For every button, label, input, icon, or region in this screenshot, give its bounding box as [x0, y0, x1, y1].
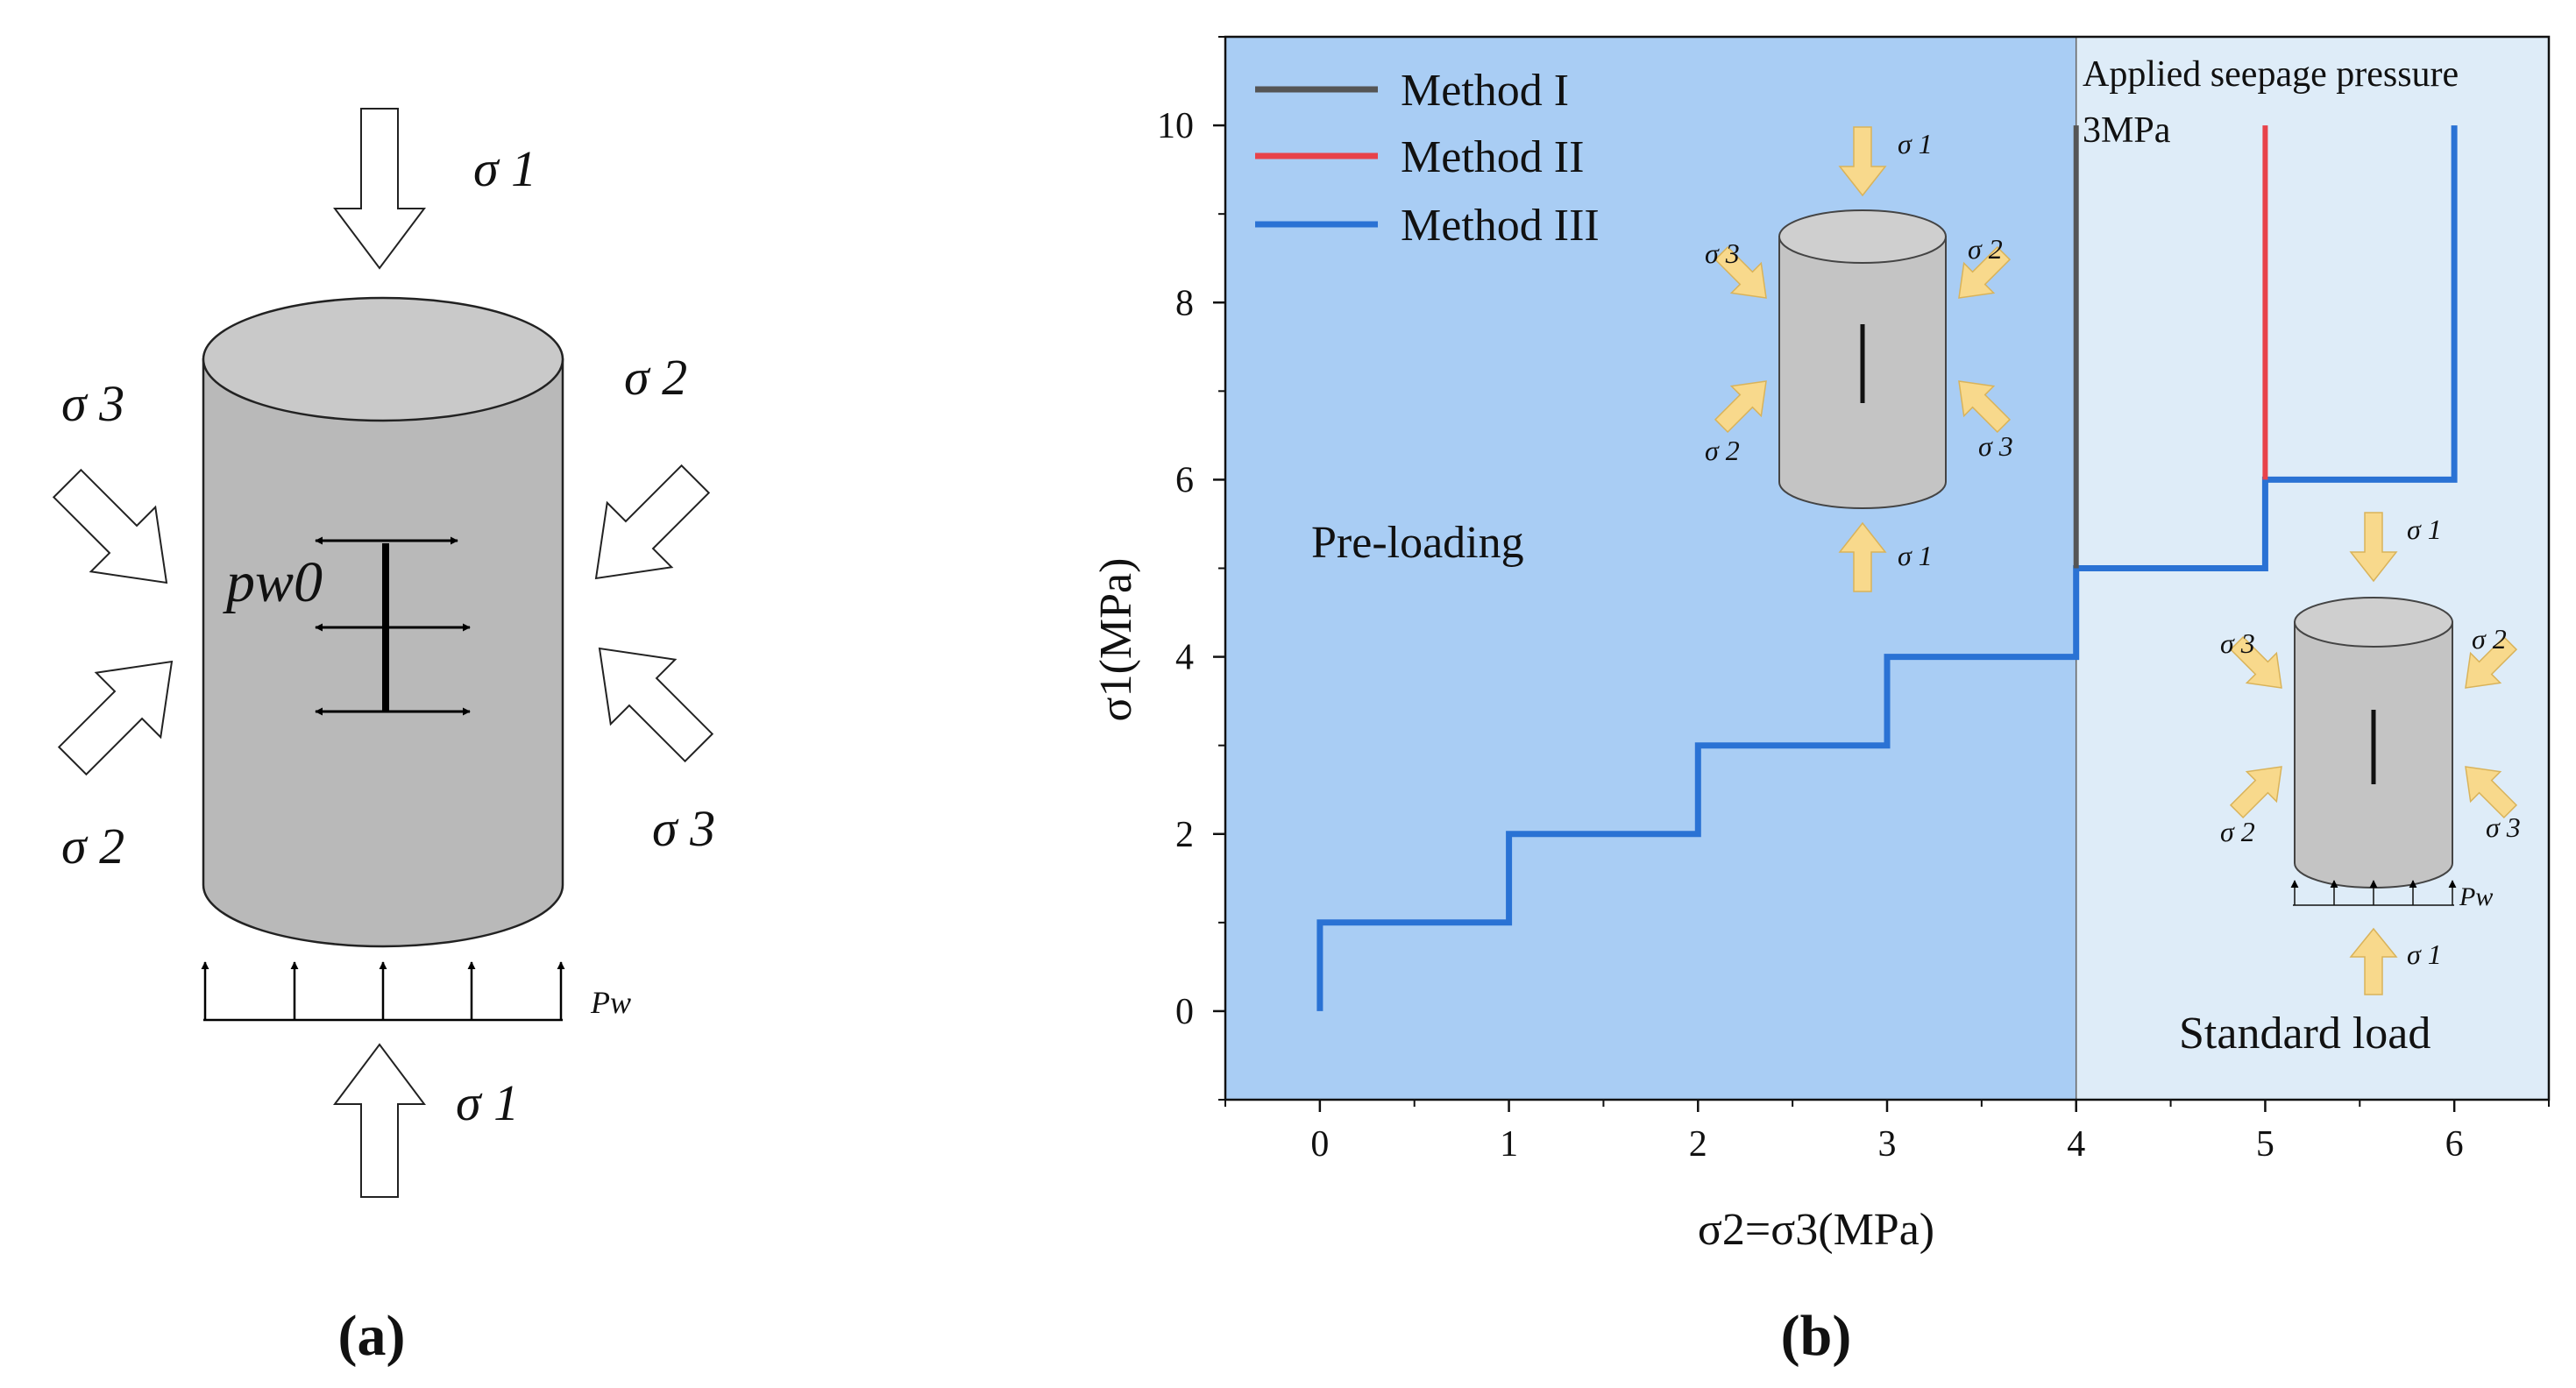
sigma1-bottom-label: σ 1	[456, 1074, 519, 1131]
inset-cylinder-top	[1778, 209, 1947, 264]
y-tick-label: 2	[1175, 815, 1194, 855]
legend-label-method-1: Method I	[1401, 66, 1569, 116]
y-axis-label: σ1(MPa)	[1091, 558, 1141, 722]
x-tick-label: 2	[1689, 1124, 1707, 1165]
inset-arrow	[1958, 245, 2012, 299]
y-tick-label: 0	[1175, 992, 1194, 1032]
inset-pw-label: Pw	[2459, 882, 2493, 911]
y-tick-label: 4	[1175, 638, 1194, 678]
tick-layer: 0 1 2 3 4 5 6 0 2 4 6 8 10	[1157, 36, 2550, 1165]
preloading-label: Pre-loading	[1311, 518, 1524, 568]
sigma1-top-label: σ 1	[473, 140, 536, 197]
standard-load-label: Standard load	[2179, 1009, 2431, 1059]
inset-s1-bottom: σ 1	[2407, 938, 2442, 970]
inset-arrow	[2465, 766, 2518, 819]
pw-label: Pw	[590, 985, 631, 1020]
series-layer	[1316, 125, 2458, 1011]
panel-b-caption: (b)	[1781, 1304, 1852, 1368]
inset-arrow	[2465, 635, 2518, 689]
seepage-annotation-line2: 3MPa	[2083, 110, 2171, 151]
inset-s2-left: σ 2	[1705, 435, 1740, 466]
x-tick-label: 0	[1310, 1124, 1329, 1165]
inset-s3-right: σ 3	[1978, 430, 2013, 462]
inset-s3-left: σ 3	[1705, 237, 1740, 269]
y-tick-label: 6	[1175, 460, 1194, 500]
x-tick-label: 1	[1500, 1124, 1518, 1165]
specimen-cylinder-top	[202, 296, 564, 422]
inset-arrow	[1714, 380, 1767, 434]
inset-sigma1-top-arrow	[2349, 512, 2398, 583]
sigma2-left-arrow	[57, 660, 174, 776]
sigma1-bottom-arrow	[333, 1043, 426, 1198]
inset-s2-left: σ 2	[2220, 816, 2255, 847]
inset-s2-right: σ 2	[2472, 623, 2507, 655]
inset-s3-right: σ 3	[2486, 811, 2521, 843]
pw0-label: pw0	[223, 550, 323, 614]
series-line-method-iii	[1316, 125, 2458, 1011]
sigma2-left-label: σ 2	[61, 818, 124, 875]
panel-a: σ 1 σ 1 σ 3 σ 2 σ 2 σ 3 pw0 Pw (a)	[52, 108, 715, 1368]
x-tick-label: 4	[2067, 1124, 2085, 1165]
inset-sigma1-bottom-arrow	[2349, 927, 2398, 995]
sigma2-right-label: σ 2	[624, 349, 687, 406]
panel-b: 0 1 2 3 4 5 6 0 2 4 6 8 10 σ2=σ3(MPa) σ1(MPa) Method…	[1091, 35, 2551, 1368]
inset-s1-top: σ 1	[1898, 128, 1933, 159]
legend-label-method-2: Method II	[1401, 132, 1584, 182]
inset-s2-right: σ 2	[1968, 233, 2003, 265]
inset-specimen-preload: σ 1 σ 1 σ 3 σ 2 σ 2 σ 3	[1705, 126, 2013, 592]
panel-a-caption: (a)	[338, 1304, 406, 1368]
sigma2-right-arrow	[594, 464, 711, 580]
inset-arrow	[2229, 635, 2282, 689]
sigma3-right-arrow	[598, 647, 714, 763]
inset-sigma1-bottom-arrow	[1838, 521, 1887, 592]
seepage-annotation-line1: Applied seepage pressure	[2083, 54, 2459, 95]
sigma3-right-label: σ 3	[652, 800, 715, 857]
inset-s1-top: σ 1	[2407, 513, 2442, 545]
sigma3-left-label: σ 3	[61, 375, 124, 432]
preloading-region	[1225, 37, 2076, 1100]
sigma3-left-arrow	[52, 468, 168, 584]
inset-arrow	[1714, 245, 1767, 299]
x-tick-label: 3	[1878, 1124, 1897, 1165]
x-tick-label: 5	[2256, 1124, 2274, 1165]
x-tick-label: 6	[2445, 1124, 2464, 1165]
inset-s1-bottom: σ 1	[1898, 540, 1933, 571]
x-axis-label: σ2=σ3(MPa)	[1698, 1205, 1934, 1255]
inset-specimen-standard: Pw σ 1 σ 1 σ 3 σ 2 σ 2 σ 3	[2220, 512, 2521, 995]
sigma1-top-arrow	[333, 108, 426, 270]
inset-arrow	[2229, 766, 2282, 819]
y-tick-label: 10	[1157, 106, 1194, 146]
legend: Method I Method II Method III	[1255, 66, 1600, 251]
inset-s3-left: σ 3	[2220, 627, 2255, 659]
legend-label-method-3: Method III	[1401, 201, 1600, 251]
inset-arrow	[1958, 380, 2012, 434]
y-tick-label: 8	[1175, 283, 1194, 323]
inset-sigma1-top-arrow	[1838, 126, 1887, 197]
inset-cylinder-top	[2294, 597, 2453, 648]
